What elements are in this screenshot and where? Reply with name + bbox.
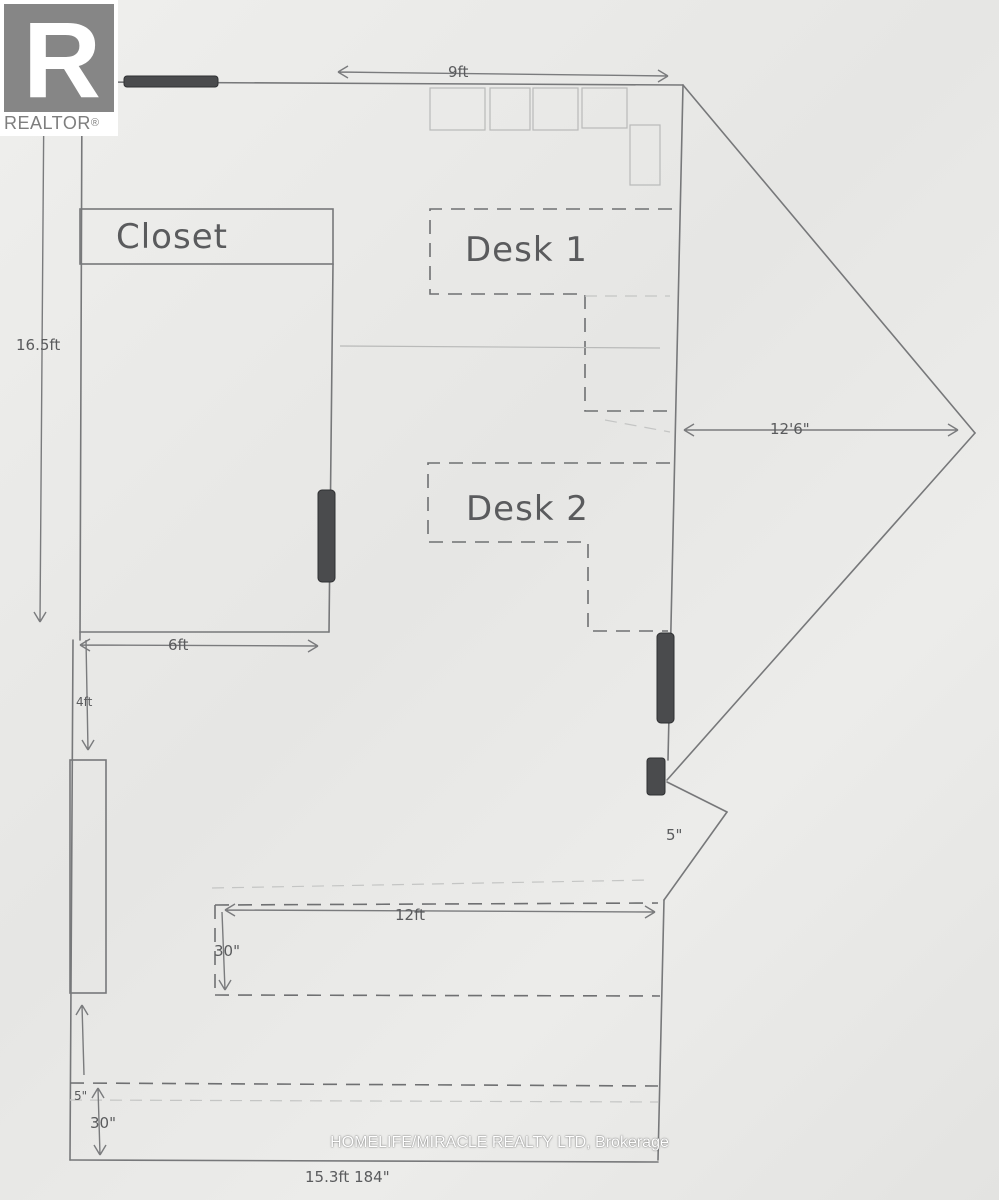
left-wall-upper bbox=[79, 81, 83, 641]
small-gap-right-label: 5" bbox=[666, 826, 682, 844]
realtor-logo-mark: R bbox=[4, 0, 114, 120]
erased-line bbox=[339, 345, 661, 349]
closet-box bbox=[79, 208, 334, 265]
bench-depth-label: 30" bbox=[214, 942, 240, 960]
closet-label: Closet bbox=[116, 217, 228, 257]
realtor-wordmark: REALTOR bbox=[4, 113, 91, 133]
left-height-label: 16.5ft bbox=[16, 336, 60, 354]
desk-1-erased bbox=[585, 295, 671, 433]
realtor-logo: R REALTOR® bbox=[0, 0, 118, 136]
bottom-bench-erased bbox=[69, 1099, 659, 1103]
bay-return-edge-2 bbox=[663, 811, 728, 901]
right-wall-lower bbox=[657, 899, 665, 1161]
angled-depth-label: 12'6" bbox=[770, 420, 810, 438]
realtor-logo-letter: R bbox=[23, 0, 101, 120]
brokerage-watermark: HOMELIFE/MIRACLE REALTY LTD, Brokerage bbox=[330, 1134, 669, 1151]
bay-lower-edge bbox=[666, 432, 976, 781]
bottom-width-label: 15.3ft 184" bbox=[305, 1168, 390, 1186]
closet-width-label: 6ft bbox=[168, 636, 189, 654]
realtor-logo-text: REALTOR® bbox=[4, 113, 116, 133]
window-hinge-right bbox=[656, 632, 675, 724]
window-sketch bbox=[429, 87, 661, 186]
bottom-bench-line bbox=[69, 1082, 659, 1087]
bench-outline bbox=[214, 902, 661, 997]
left-door-panel bbox=[69, 759, 107, 994]
desk-2-label: Desk 2 bbox=[466, 489, 589, 529]
bottom-depth-label: 30" bbox=[90, 1114, 116, 1132]
bottom-wall bbox=[69, 1159, 659, 1163]
gap-left-label: 4ft bbox=[76, 695, 93, 709]
desk-2-outline bbox=[427, 462, 670, 632]
desk-1-label: Desk 1 bbox=[465, 230, 588, 270]
bench-erased bbox=[211, 879, 651, 889]
left-wall-lower bbox=[69, 639, 74, 1161]
bay-return-edge bbox=[666, 781, 728, 813]
desk-1-outline bbox=[429, 208, 672, 412]
small-gap-left-label: 5" bbox=[74, 1089, 87, 1103]
bay-upper-edge bbox=[682, 84, 976, 434]
bench-length-label: 12ft bbox=[395, 906, 425, 924]
door-hinge-top bbox=[123, 75, 219, 88]
trademark-symbol: ® bbox=[90, 117, 100, 129]
top-width-label: 9ft bbox=[448, 63, 469, 81]
door-stop-right bbox=[646, 757, 666, 796]
closet-door bbox=[317, 489, 336, 583]
